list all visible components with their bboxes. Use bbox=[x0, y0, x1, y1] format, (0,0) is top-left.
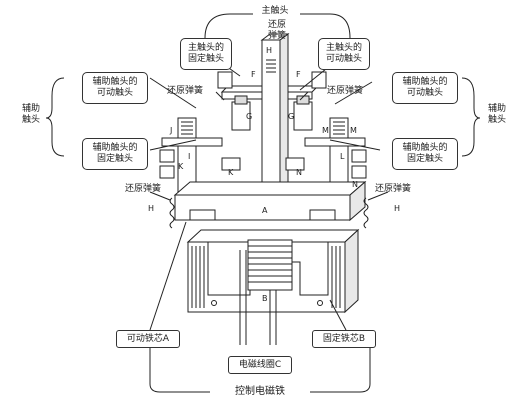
letter-a: A bbox=[262, 206, 268, 215]
label-main-contact: 主触头 bbox=[261, 6, 289, 16]
letter-h-right: H bbox=[394, 204, 401, 213]
letter-k-mid: K bbox=[228, 168, 234, 177]
spring-left bbox=[169, 197, 175, 229]
label-aux-contact-right: 辅助 触头 bbox=[487, 104, 506, 125]
letter-m-left: M bbox=[322, 126, 329, 135]
aux-right-assembly bbox=[304, 117, 367, 199]
control-bracket-left bbox=[149, 346, 210, 393]
label-return-spring-bottom-right: 还原弹簧 bbox=[374, 184, 411, 194]
aux-brace-left bbox=[45, 77, 65, 157]
label-return-spring-left: 还原弹簧 bbox=[166, 86, 203, 96]
letter-i: I bbox=[188, 152, 191, 161]
main-fixed-contact-right bbox=[293, 101, 313, 131]
label-return-spring-top: 还原 弹簧 bbox=[267, 20, 286, 41]
label-aux-contact-left: 辅助 触头 bbox=[21, 104, 40, 125]
letter-h-left: H bbox=[148, 204, 155, 213]
label-aux-fixed-right: 辅助触头的 固定触头 bbox=[392, 138, 458, 170]
main-contact-bracket-left bbox=[204, 13, 253, 39]
label-fixed-core: 固定铁芯B bbox=[312, 330, 376, 348]
letter-n-right: N bbox=[352, 180, 358, 189]
letter-k-left: K bbox=[178, 162, 184, 171]
label-aux-movable-left: 辅助触头的 可动触头 bbox=[82, 72, 148, 104]
label-aux-movable-right: 辅助触头的 可动触头 bbox=[392, 72, 458, 104]
letter-b: B bbox=[262, 294, 268, 303]
letter-l: L bbox=[340, 152, 345, 161]
central-post bbox=[260, 33, 290, 196]
letter-g-right: G bbox=[288, 112, 295, 121]
label-return-spring-bottom-left: 还原弹簧 bbox=[124, 184, 161, 194]
letter-m-right: M bbox=[350, 126, 357, 135]
spring-right bbox=[363, 197, 369, 229]
letter-j: J bbox=[170, 126, 173, 135]
letter-n-mid: N bbox=[296, 168, 302, 177]
main-contact-bracket-right bbox=[300, 13, 351, 39]
letter-h-top: H bbox=[266, 46, 273, 55]
label-coil: 电磁线圈C bbox=[228, 356, 292, 374]
letter-g-left: G bbox=[246, 112, 253, 121]
label-main-fixed-contact: 主触头的 固定触头 bbox=[180, 38, 232, 70]
aux-brace-right bbox=[461, 77, 481, 157]
control-bracket-right bbox=[310, 346, 371, 393]
label-control-magnet: 控制电磁铁 bbox=[235, 386, 285, 397]
movable-core-a bbox=[173, 180, 367, 222]
label-movable-core: 可动铁芯A bbox=[116, 330, 180, 348]
label-main-movable-contact: 主触头的 可动触头 bbox=[318, 38, 370, 70]
label-aux-fixed-left: 辅助触头的 固定触头 bbox=[82, 138, 148, 170]
label-return-spring-right: 还原弹簧 bbox=[326, 86, 363, 96]
aux-left-assembly bbox=[159, 117, 223, 199]
letter-f-right: F bbox=[296, 70, 301, 79]
coil-c bbox=[239, 239, 293, 345]
letter-f-left: F bbox=[251, 70, 256, 79]
